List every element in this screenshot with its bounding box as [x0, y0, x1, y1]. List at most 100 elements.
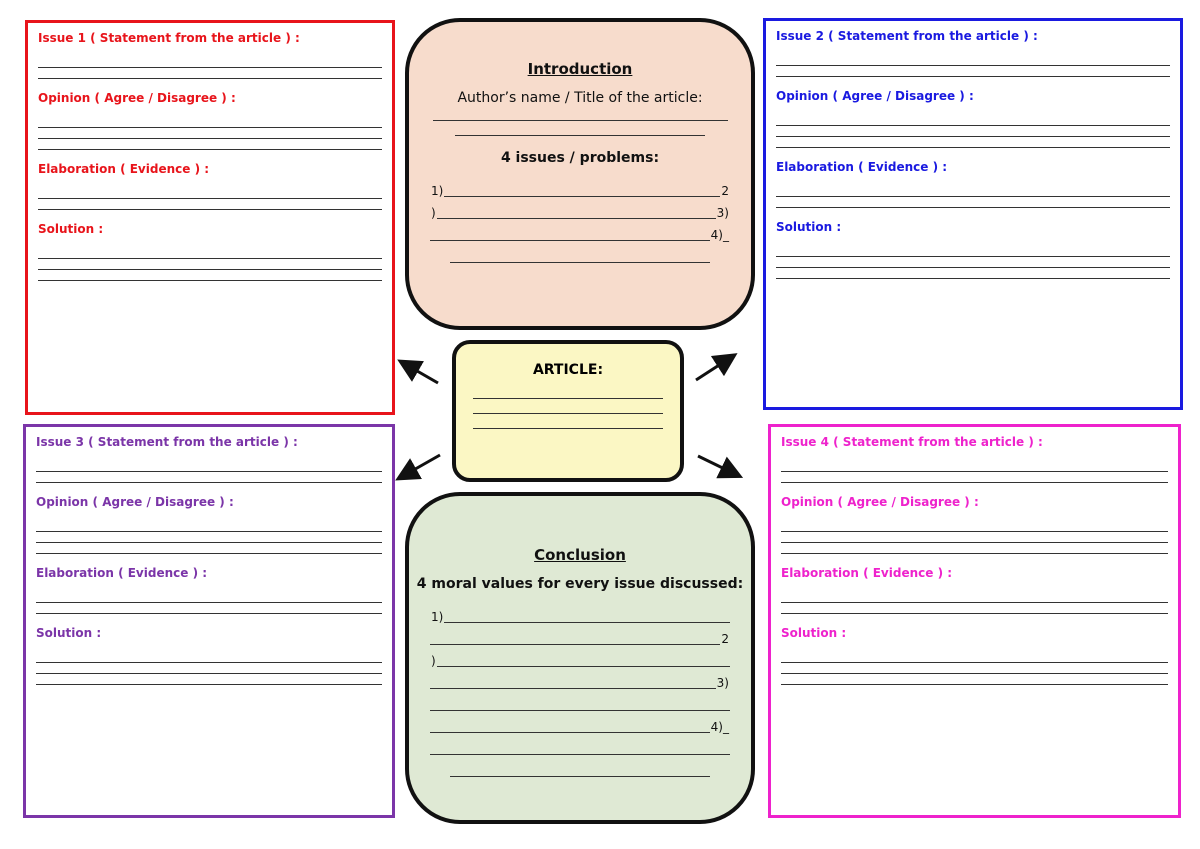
issue-list-line[interactable]	[450, 246, 710, 263]
value-list-line[interactable]	[430, 738, 730, 755]
marker: )	[430, 654, 437, 668]
conclusion-title: Conclusion	[534, 546, 626, 564]
answer-line[interactable]	[38, 78, 382, 79]
answer-line[interactable]	[781, 602, 1168, 603]
answer-line[interactable]	[38, 209, 382, 210]
answer-line[interactable]	[36, 542, 382, 543]
solution-label: Solution :	[38, 222, 104, 236]
answer-line[interactable]	[781, 662, 1168, 663]
answer-line[interactable]	[776, 136, 1170, 137]
answer-line[interactable]	[781, 673, 1168, 674]
elaboration-label: Elaboration ( Evidence ) :	[781, 566, 953, 580]
answer-line[interactable]	[781, 471, 1168, 472]
marker: 4)_	[709, 228, 730, 242]
answer-line[interactable]	[776, 256, 1170, 257]
answer-line[interactable]	[38, 198, 382, 199]
answer-line[interactable]	[38, 67, 382, 68]
value-list-line[interactable]: 4)_	[430, 716, 730, 734]
issue-list-line[interactable]: 4)_	[430, 224, 730, 242]
answer-line[interactable]	[473, 398, 663, 399]
marker: )	[430, 206, 437, 220]
answer-line[interactable]	[781, 684, 1168, 685]
answer-line[interactable]	[776, 125, 1170, 126]
article-box: ARTICLE:	[452, 340, 684, 482]
value-list-line[interactable]: 3)	[430, 672, 730, 690]
author-title-prompt: Author’s name / Title of the article:	[457, 90, 703, 106]
answer-line[interactable]	[473, 413, 663, 414]
answer-line[interactable]	[38, 258, 382, 259]
value-list-line[interactable]: )	[430, 650, 730, 668]
value-list-line[interactable]: 2	[430, 628, 730, 646]
answer-line[interactable]	[776, 65, 1170, 66]
introduction-title: Introduction	[527, 60, 633, 78]
arrow-to-issue-3	[395, 453, 441, 481]
introduction-bubble: Introduction Author’s name / Title of th…	[405, 18, 755, 330]
marker: 4)_	[709, 720, 730, 734]
arrow-to-issue-1	[397, 359, 439, 385]
arrow-to-issue-2	[695, 353, 738, 382]
answer-line[interactable]	[38, 138, 382, 139]
answer-line[interactable]	[36, 553, 382, 554]
answer-line[interactable]	[36, 531, 382, 532]
value-list-line[interactable]	[430, 694, 730, 711]
value-list-line[interactable]: 1)	[430, 606, 730, 624]
answer-line[interactable]	[36, 482, 382, 483]
issue-1-label: Issue 1 ( Statement from the article ) :	[38, 31, 300, 45]
answer-line[interactable]	[38, 280, 382, 281]
answer-line[interactable]	[781, 482, 1168, 483]
answer-line[interactable]	[455, 135, 705, 136]
elaboration-label: Elaboration ( Evidence ) :	[776, 160, 948, 174]
answer-line[interactable]	[776, 196, 1170, 197]
marker: 2	[720, 184, 730, 198]
issue-3-box: Issue 3 ( Statement from the article ) :…	[23, 424, 395, 818]
elaboration-label: Elaboration ( Evidence ) :	[36, 566, 208, 580]
solution-label: Solution :	[781, 626, 847, 640]
answer-line[interactable]	[776, 207, 1170, 208]
answer-line[interactable]	[776, 147, 1170, 148]
issue-3-label: Issue 3 ( Statement from the article ) :	[36, 435, 298, 449]
opinion-label: Opinion ( Agree / Disagree ) :	[781, 495, 979, 509]
solution-label: Solution :	[776, 220, 842, 234]
opinion-label: Opinion ( Agree / Disagree ) :	[38, 91, 236, 105]
issue-2-label: Issue 2 ( Statement from the article ) :	[776, 29, 1038, 43]
arrow-to-issue-4	[697, 454, 744, 479]
answer-line[interactable]	[36, 602, 382, 603]
answer-line[interactable]	[36, 662, 382, 663]
marker: 1)	[430, 184, 445, 198]
opinion-label: Opinion ( Agree / Disagree ) :	[36, 495, 234, 509]
marker: 1)	[430, 610, 445, 624]
answer-line[interactable]	[473, 428, 663, 429]
answer-line[interactable]	[38, 127, 382, 128]
answer-line[interactable]	[776, 76, 1170, 77]
issue-4-label: Issue 4 ( Statement from the article ) :	[781, 435, 1043, 449]
answer-line[interactable]	[781, 542, 1168, 543]
issue-4-box: Issue 4 ( Statement from the article ) :…	[768, 424, 1181, 818]
answer-line[interactable]	[781, 613, 1168, 614]
answer-line[interactable]	[781, 553, 1168, 554]
value-list-line[interactable]	[450, 760, 710, 777]
answer-line[interactable]	[36, 673, 382, 674]
solution-label: Solution :	[36, 626, 102, 640]
elaboration-label: Elaboration ( Evidence ) :	[38, 162, 210, 176]
opinion-label: Opinion ( Agree / Disagree ) :	[776, 89, 974, 103]
answer-line[interactable]	[36, 684, 382, 685]
issue-list-line[interactable]: ) 3)	[430, 202, 730, 220]
answer-line[interactable]	[781, 531, 1168, 532]
article-title: ARTICLE:	[532, 362, 604, 378]
answer-line[interactable]	[36, 613, 382, 614]
marker: 3)	[715, 206, 730, 220]
conclusion-bubble: Conclusion 4 moral values for every issu…	[405, 492, 755, 824]
marker: 2	[720, 632, 730, 646]
answer-line[interactable]	[432, 120, 728, 121]
answer-line[interactable]	[38, 149, 382, 150]
marker: 3)	[715, 676, 730, 690]
answer-line[interactable]	[776, 267, 1170, 268]
issue-2-box: Issue 2 ( Statement from the article ) :…	[763, 18, 1183, 410]
issue-list-line[interactable]: 1) 2	[430, 180, 730, 198]
answer-line[interactable]	[776, 278, 1170, 279]
issues-prompt: 4 issues / problems:	[500, 150, 660, 166]
answer-line[interactable]	[38, 269, 382, 270]
moral-values-prompt: 4 moral values for every issue discussed…	[416, 576, 744, 592]
answer-line[interactable]	[36, 471, 382, 472]
